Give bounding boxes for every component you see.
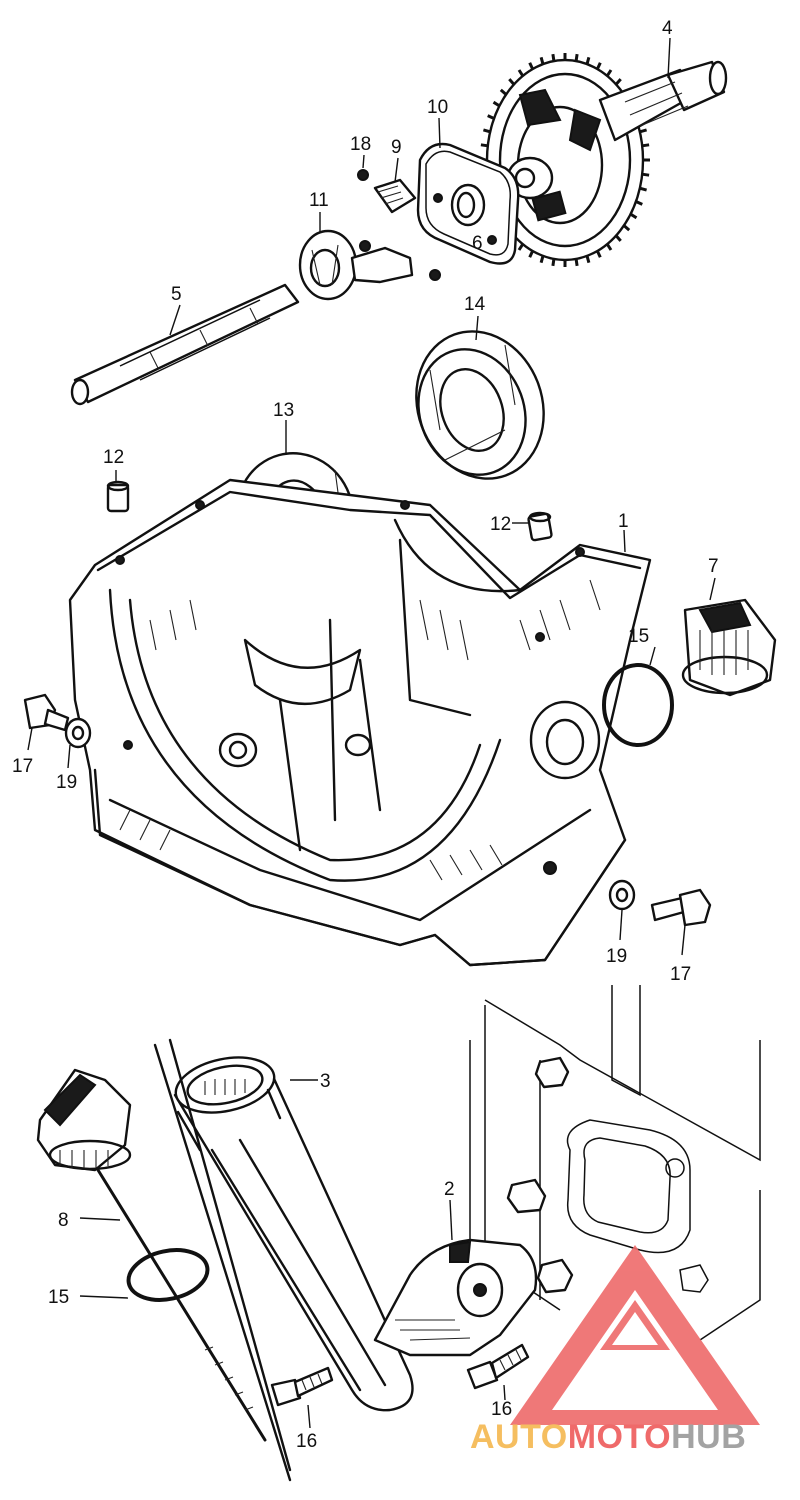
gear-tooth bbox=[517, 243, 525, 251]
callout-12-left: 12 bbox=[103, 447, 124, 468]
callout-19-left: 19 bbox=[56, 772, 77, 793]
callout-14: 14 bbox=[464, 294, 486, 315]
part-2-pump-housing bbox=[373, 1238, 538, 1357]
watermark-auto: AUTO bbox=[470, 1418, 568, 1456]
callout-5: 5 bbox=[171, 284, 182, 305]
callout-labels: 4 10 18 9 11 6 5 14 13 12 12 1 7 15 17 1… bbox=[12, 18, 719, 1452]
gear-tooth bbox=[539, 56, 545, 65]
gear-tooth bbox=[585, 56, 591, 65]
part-3-oil-strainer bbox=[153, 1038, 414, 1482]
gear-tooth bbox=[528, 62, 534, 70]
callout-10: 10 bbox=[427, 97, 448, 118]
watermark-moto: MOTO bbox=[568, 1418, 671, 1456]
watermark-hub: HUB bbox=[671, 1418, 746, 1456]
gear-tooth bbox=[585, 255, 591, 264]
gear-tooth bbox=[639, 186, 648, 192]
gear-tooth bbox=[639, 128, 648, 134]
callout-16-right: 16 bbox=[491, 1399, 512, 1420]
gear-tooth bbox=[539, 255, 545, 264]
engine-block-outline bbox=[469, 985, 761, 1341]
part-19-washer-left bbox=[64, 717, 92, 749]
callout-11: 11 bbox=[309, 190, 329, 211]
gear-tooth bbox=[629, 212, 638, 220]
gear-tooth bbox=[508, 78, 516, 86]
part-16-bolt-left bbox=[270, 1366, 334, 1407]
part-12-dowel-right bbox=[527, 511, 553, 542]
gear-tooth bbox=[596, 250, 602, 258]
gear-tooth bbox=[614, 234, 622, 242]
part-7-plug bbox=[681, 598, 777, 697]
part-8-dipstick bbox=[36, 1068, 267, 1442]
callout-13: 13 bbox=[273, 400, 294, 421]
callout-7: 7 bbox=[708, 556, 719, 577]
part-5-shaft bbox=[70, 283, 300, 406]
gear-tooth bbox=[574, 53, 579, 62]
gear-tooth bbox=[487, 114, 495, 120]
gear-tooth bbox=[574, 258, 579, 267]
gear-tooth bbox=[517, 69, 525, 77]
gear-tooth bbox=[551, 258, 556, 267]
callout-16-left: 16 bbox=[296, 1431, 317, 1452]
gear-tooth bbox=[605, 243, 613, 251]
gear-tooth bbox=[622, 224, 631, 232]
part-12-dowel-left bbox=[106, 480, 130, 513]
gear-tooth bbox=[641, 143, 650, 148]
callout-17-left: 17 bbox=[12, 756, 33, 777]
callout-1: 1 bbox=[618, 511, 629, 532]
gear-tooth bbox=[482, 128, 491, 134]
callout-15-lower: 15 bbox=[48, 1287, 69, 1308]
callout-19-right: 19 bbox=[606, 946, 627, 967]
gear-tooth bbox=[641, 172, 650, 177]
part-17-bolt-left bbox=[23, 693, 70, 732]
callout-4: 4 bbox=[662, 18, 673, 39]
part-16-bolt-right bbox=[466, 1343, 530, 1390]
gear-tooth bbox=[499, 88, 508, 96]
callout-15-upper: 15 bbox=[628, 626, 649, 647]
part-15-o-ring-lower bbox=[126, 1248, 210, 1302]
part-11-bracket bbox=[298, 229, 441, 301]
part-17-bolt-right bbox=[650, 888, 712, 927]
callout-2: 2 bbox=[444, 1179, 455, 1200]
callout-12-right: 12 bbox=[490, 514, 511, 535]
part-19-washer-right bbox=[608, 879, 636, 911]
svg-text:AUTOMOTOHUB: AUTOMOTOHUB bbox=[470, 1418, 746, 1456]
part-1-crankcase bbox=[68, 478, 652, 967]
gear-tooth bbox=[492, 100, 501, 108]
gear-tooth bbox=[596, 62, 602, 70]
watermark-triangle-icon bbox=[510, 1245, 760, 1425]
gear-tooth bbox=[605, 69, 613, 77]
callout-8: 8 bbox=[58, 1210, 69, 1231]
callout-3: 3 bbox=[320, 1071, 331, 1092]
part-15-o-ring-upper bbox=[602, 663, 674, 747]
watermark-logo: AUTOMOTOHUB bbox=[470, 1245, 760, 1456]
cam-cover-plate bbox=[416, 142, 520, 265]
callout-6: 6 bbox=[472, 233, 483, 254]
part-9-pin bbox=[373, 178, 417, 214]
leader-lines bbox=[27, 37, 716, 1429]
callout-9: 9 bbox=[391, 137, 402, 158]
gear-tooth bbox=[635, 200, 643, 206]
part-18-nut bbox=[357, 169, 369, 181]
gear-tooth bbox=[528, 250, 534, 258]
callout-18: 18 bbox=[350, 134, 371, 155]
part-14-oil-seal bbox=[415, 330, 545, 480]
gear-tooth bbox=[480, 143, 489, 148]
gear-tooth bbox=[551, 53, 556, 62]
gear-tooth bbox=[614, 78, 622, 86]
callout-17-right: 17 bbox=[670, 964, 691, 985]
